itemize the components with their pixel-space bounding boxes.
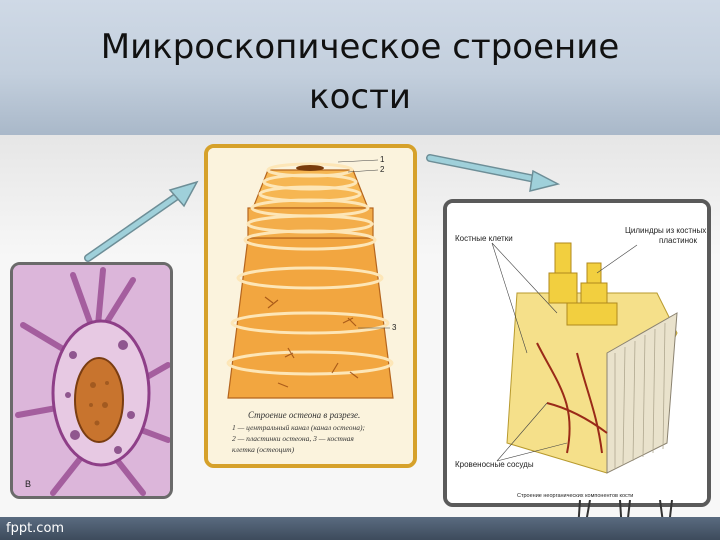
- osteon-illustration: 1 2 3 Строение остеона в разрезе. 1 — це…: [208, 148, 413, 464]
- osteocyte-illustration: В: [13, 265, 170, 496]
- label-bone-cells: Костные клетки: [455, 234, 513, 243]
- title-bar: Микроскопическое строение кости: [0, 0, 720, 135]
- osteon-caption-line-1: Строение остеона в разрезе.: [248, 410, 360, 420]
- label-cylinders-line-2: пластинок: [659, 236, 697, 245]
- footer-site-label: fppt.com: [6, 521, 65, 536]
- label-cylinders-line-1: Цилиндры из костных: [625, 226, 706, 235]
- bone-block-caption: Строение неорганических компонентов кост…: [517, 493, 633, 499]
- osteon-caption-line-4: клетка (остеоцит): [232, 445, 295, 454]
- footer-bar: fppt.com: [0, 517, 720, 540]
- osteocyte-corner-mark: В: [25, 479, 31, 489]
- osteon-number-2: 2: [380, 165, 385, 174]
- slide-title-line-2: кости: [309, 77, 411, 117]
- osteon-image-frame: 1 2 3 Строение остеона в разрезе. 1 — це…: [204, 144, 417, 468]
- osteon-number-1: 1: [380, 155, 385, 164]
- osteon-caption-line-3: 2 — пластинки остеона, 3 — костная: [232, 434, 354, 443]
- osteon-caption-line-2: 1 — центральный канал (канал остеона);: [232, 423, 365, 432]
- arrow-left-icon: [84, 180, 199, 262]
- bone-structure-image-frame: Костные клетки Цилиндры из костных пласт…: [443, 199, 711, 507]
- bone-block-illustration: Костные клетки Цилиндры из костных пласт…: [447, 203, 707, 503]
- arrow-right-icon: [426, 154, 561, 193]
- osteon-number-3: 3: [392, 323, 397, 332]
- osteocyte-image-frame: В: [10, 262, 173, 499]
- slide-title: Микроскопическое строение кости: [60, 22, 660, 122]
- slide-title-line-1: Микроскопическое строение: [100, 27, 620, 67]
- label-blood-vessels: Кровеносные сосуды: [455, 460, 534, 469]
